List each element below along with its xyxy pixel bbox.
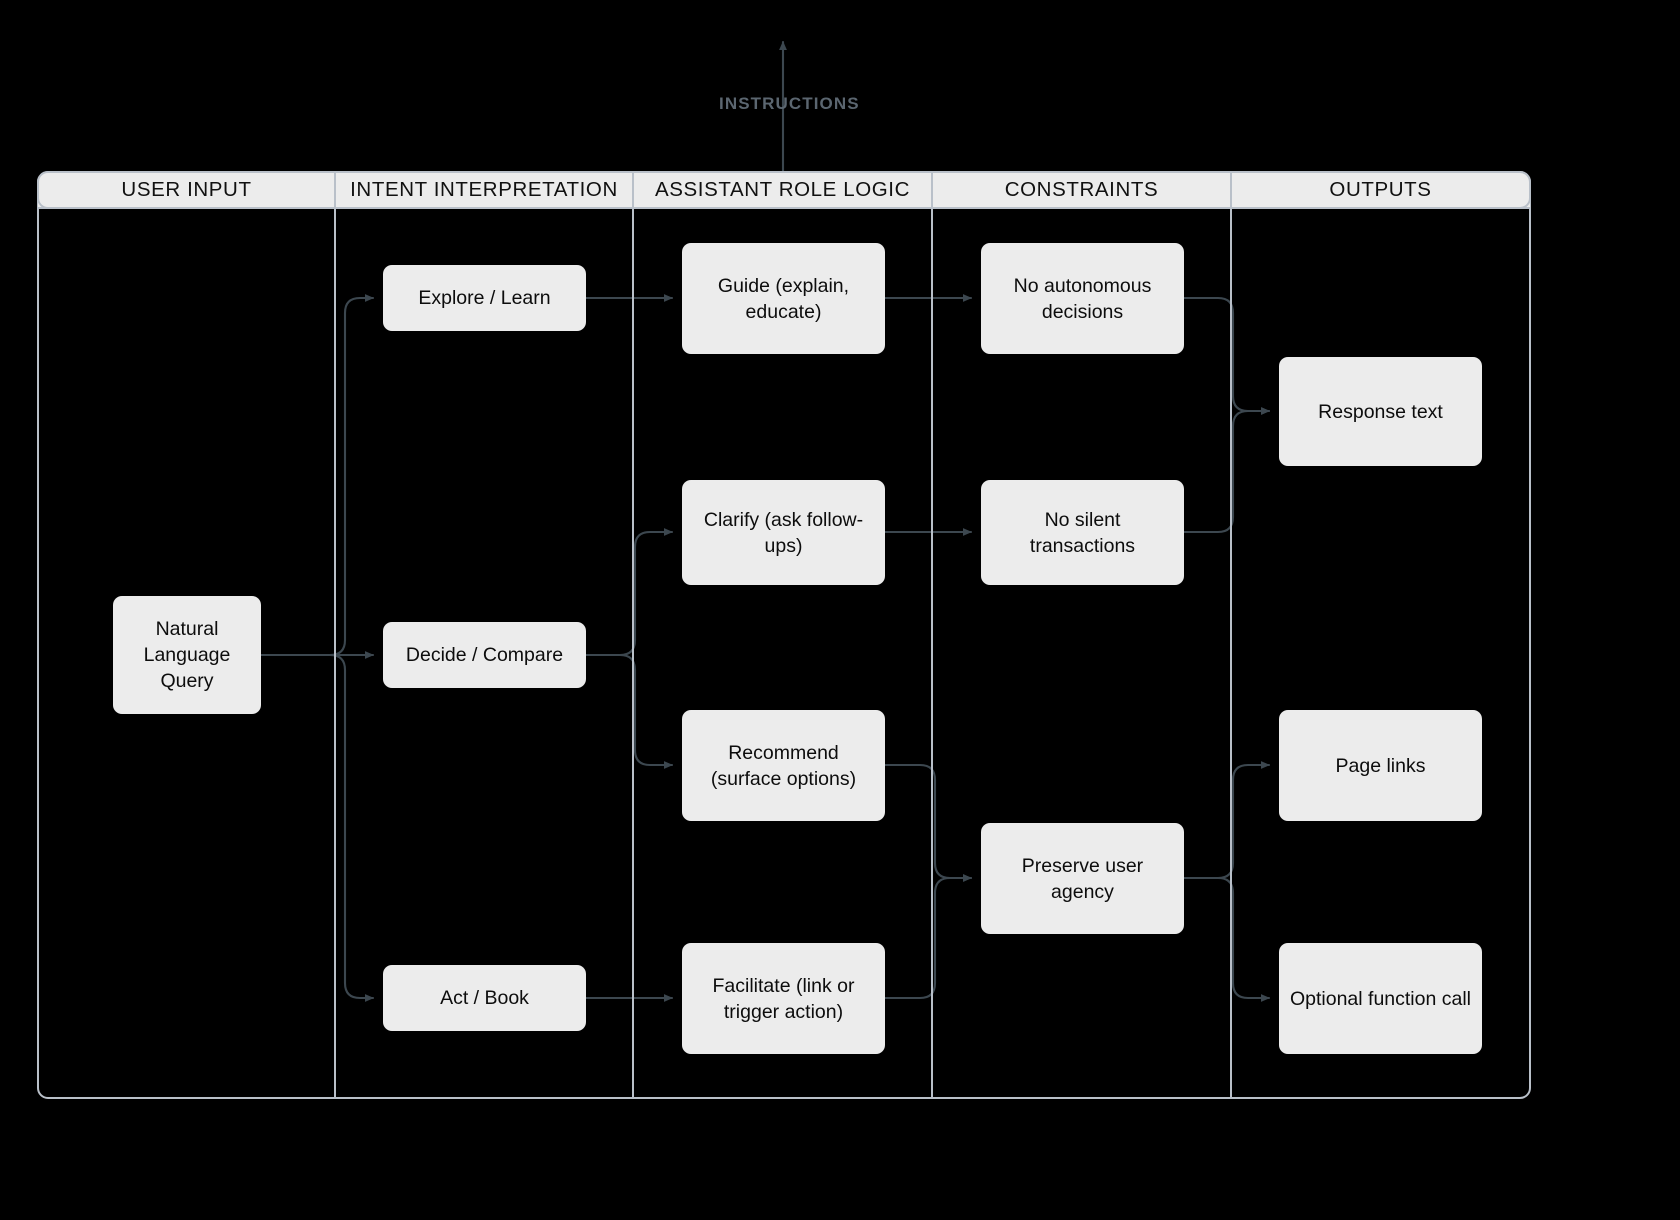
node-no-autonomous-decisions[interactable]: No autonomous decisions [981,243,1184,354]
lane-header-constraints: CONSTRAINTS [1004,178,1159,201]
node-act-book[interactable]: Act / Book [383,965,586,1031]
lane-header-outputs: OUTPUTS [1329,178,1432,201]
node-response-text[interactable]: Response text [1279,357,1482,466]
node-page-links[interactable]: Page links [1279,710,1482,821]
lane-header-intent-interpretation: INTENT INTERPRETATION [350,178,618,201]
node-explore-learn[interactable]: Explore / Learn [383,265,586,331]
node-decide-compare[interactable]: Decide / Compare [383,622,586,688]
lane-header-assistant-role-logic: ASSISTANT ROLE LOGIC [654,178,911,201]
node-recommend[interactable]: Recommend (surface options) [682,710,885,821]
node-optional-function-call[interactable]: Optional function call [1279,943,1482,1054]
lane-header-user-input: USER INPUT [121,178,252,201]
node-preserve-user-agency[interactable]: Preserve user agency [981,823,1184,934]
node-facilitate[interactable]: Facilitate (link or trigger action) [682,943,885,1054]
instructions-label: INSTRUCTIONS [719,94,860,113]
node-clarify[interactable]: Clarify (ask follow-ups) [682,480,885,585]
node-no-silent-transactions[interactable]: No silent transactions [981,480,1184,585]
node-natural-language-query[interactable]: Natural Language Query [113,596,261,714]
node-guide[interactable]: Guide (explain, educate) [682,243,885,354]
